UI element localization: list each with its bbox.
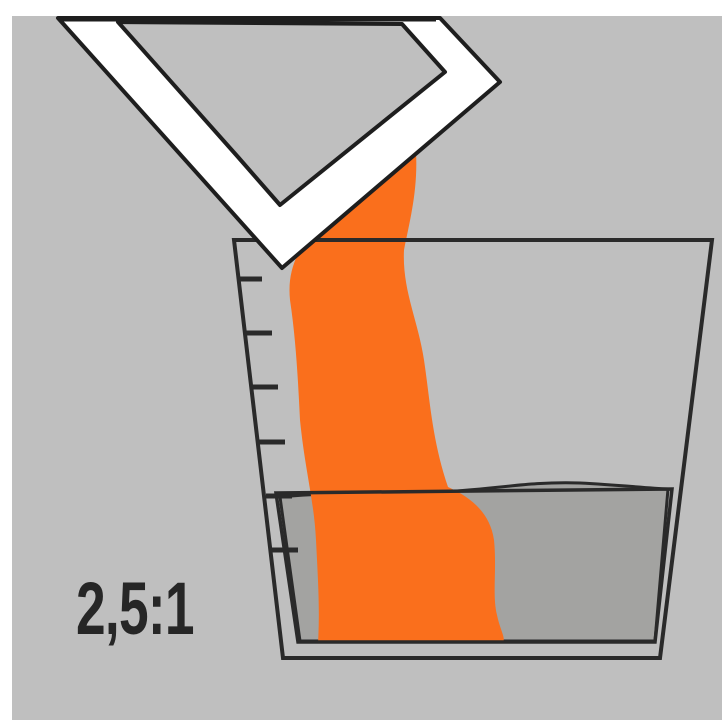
ratio-label: 2,5:1 [76, 572, 194, 646]
sachet-icon [58, 18, 500, 268]
